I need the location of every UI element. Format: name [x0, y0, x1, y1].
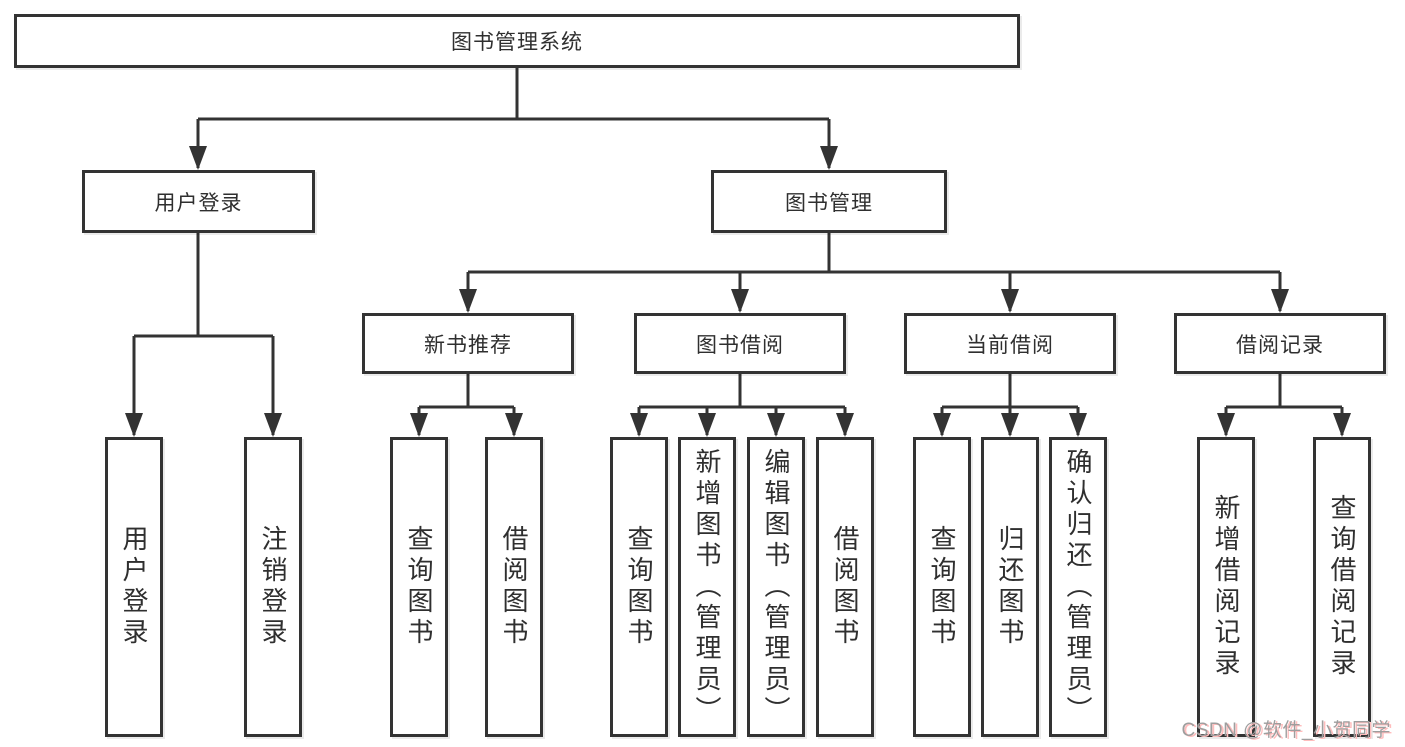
node-nb-borrow-books: 借阅图书 [485, 437, 543, 737]
node-nb-query-books: 查询图书 [390, 437, 448, 737]
node-bb-query-books: 查询图书 [610, 437, 668, 737]
node-system-label: 图书管理系统 [451, 31, 583, 54]
node-cb-return-books-label: 归还图书 [995, 525, 1025, 649]
node-borrow-records: 借阅记录 [1174, 313, 1386, 374]
node-login: 用户登录 [105, 437, 163, 737]
node-user-login-label: 用户登录 [154, 191, 243, 215]
node-bb-add-books-admin-label: 新增图书（管理员） [692, 447, 722, 727]
node-cb-confirm-return-admin: 确认归还（管理员） [1049, 437, 1107, 737]
node-book-management: 图书管理 [711, 170, 947, 233]
node-current-borrow: 当前借阅 [904, 313, 1116, 374]
node-user-login: 用户登录 [82, 170, 315, 233]
node-bb-borrow-books-label: 借阅图书 [830, 525, 860, 649]
node-nb-query-books-label: 查询图书 [404, 525, 434, 649]
node-book-management-label: 图书管理 [785, 191, 873, 215]
node-new-book-recommend-label: 新书推荐 [424, 333, 512, 357]
node-login-label: 用户登录 [119, 525, 149, 649]
node-bb-edit-books-admin-label: 编辑图书（管理员） [761, 447, 791, 727]
node-system: 图书管理系统 [14, 14, 1020, 68]
node-bb-edit-books-admin: 编辑图书（管理员） [747, 437, 805, 737]
node-br-add-record-label: 新增借阅记录 [1211, 494, 1241, 680]
node-book-borrow-label: 图书借阅 [696, 333, 784, 357]
node-current-borrow-label: 当前借阅 [966, 333, 1054, 357]
node-logout-label: 注销登录 [258, 525, 288, 649]
node-bb-query-books-label: 查询图书 [624, 525, 654, 649]
node-cb-query-books: 查询图书 [913, 437, 971, 737]
watermark: CSDN @软件_小贺同学 [1181, 720, 1391, 741]
node-br-add-record: 新增借阅记录 [1197, 437, 1255, 737]
node-borrow-records-label: 借阅记录 [1236, 333, 1324, 357]
node-new-book-recommend: 新书推荐 [362, 313, 574, 374]
node-bb-add-books-admin: 新增图书（管理员） [678, 437, 736, 737]
node-br-query-record-label: 查询借阅记录 [1327, 494, 1357, 680]
node-book-borrow: 图书借阅 [634, 313, 846, 374]
node-cb-query-books-label: 查询图书 [927, 525, 957, 649]
node-cb-confirm-return-admin-label: 确认归还（管理员） [1063, 447, 1093, 727]
node-cb-return-books: 归还图书 [981, 437, 1039, 737]
node-logout: 注销登录 [244, 437, 302, 737]
node-nb-borrow-books-label: 借阅图书 [499, 525, 529, 649]
node-br-query-record: 查询借阅记录 [1313, 437, 1371, 737]
node-bb-borrow-books: 借阅图书 [816, 437, 874, 737]
